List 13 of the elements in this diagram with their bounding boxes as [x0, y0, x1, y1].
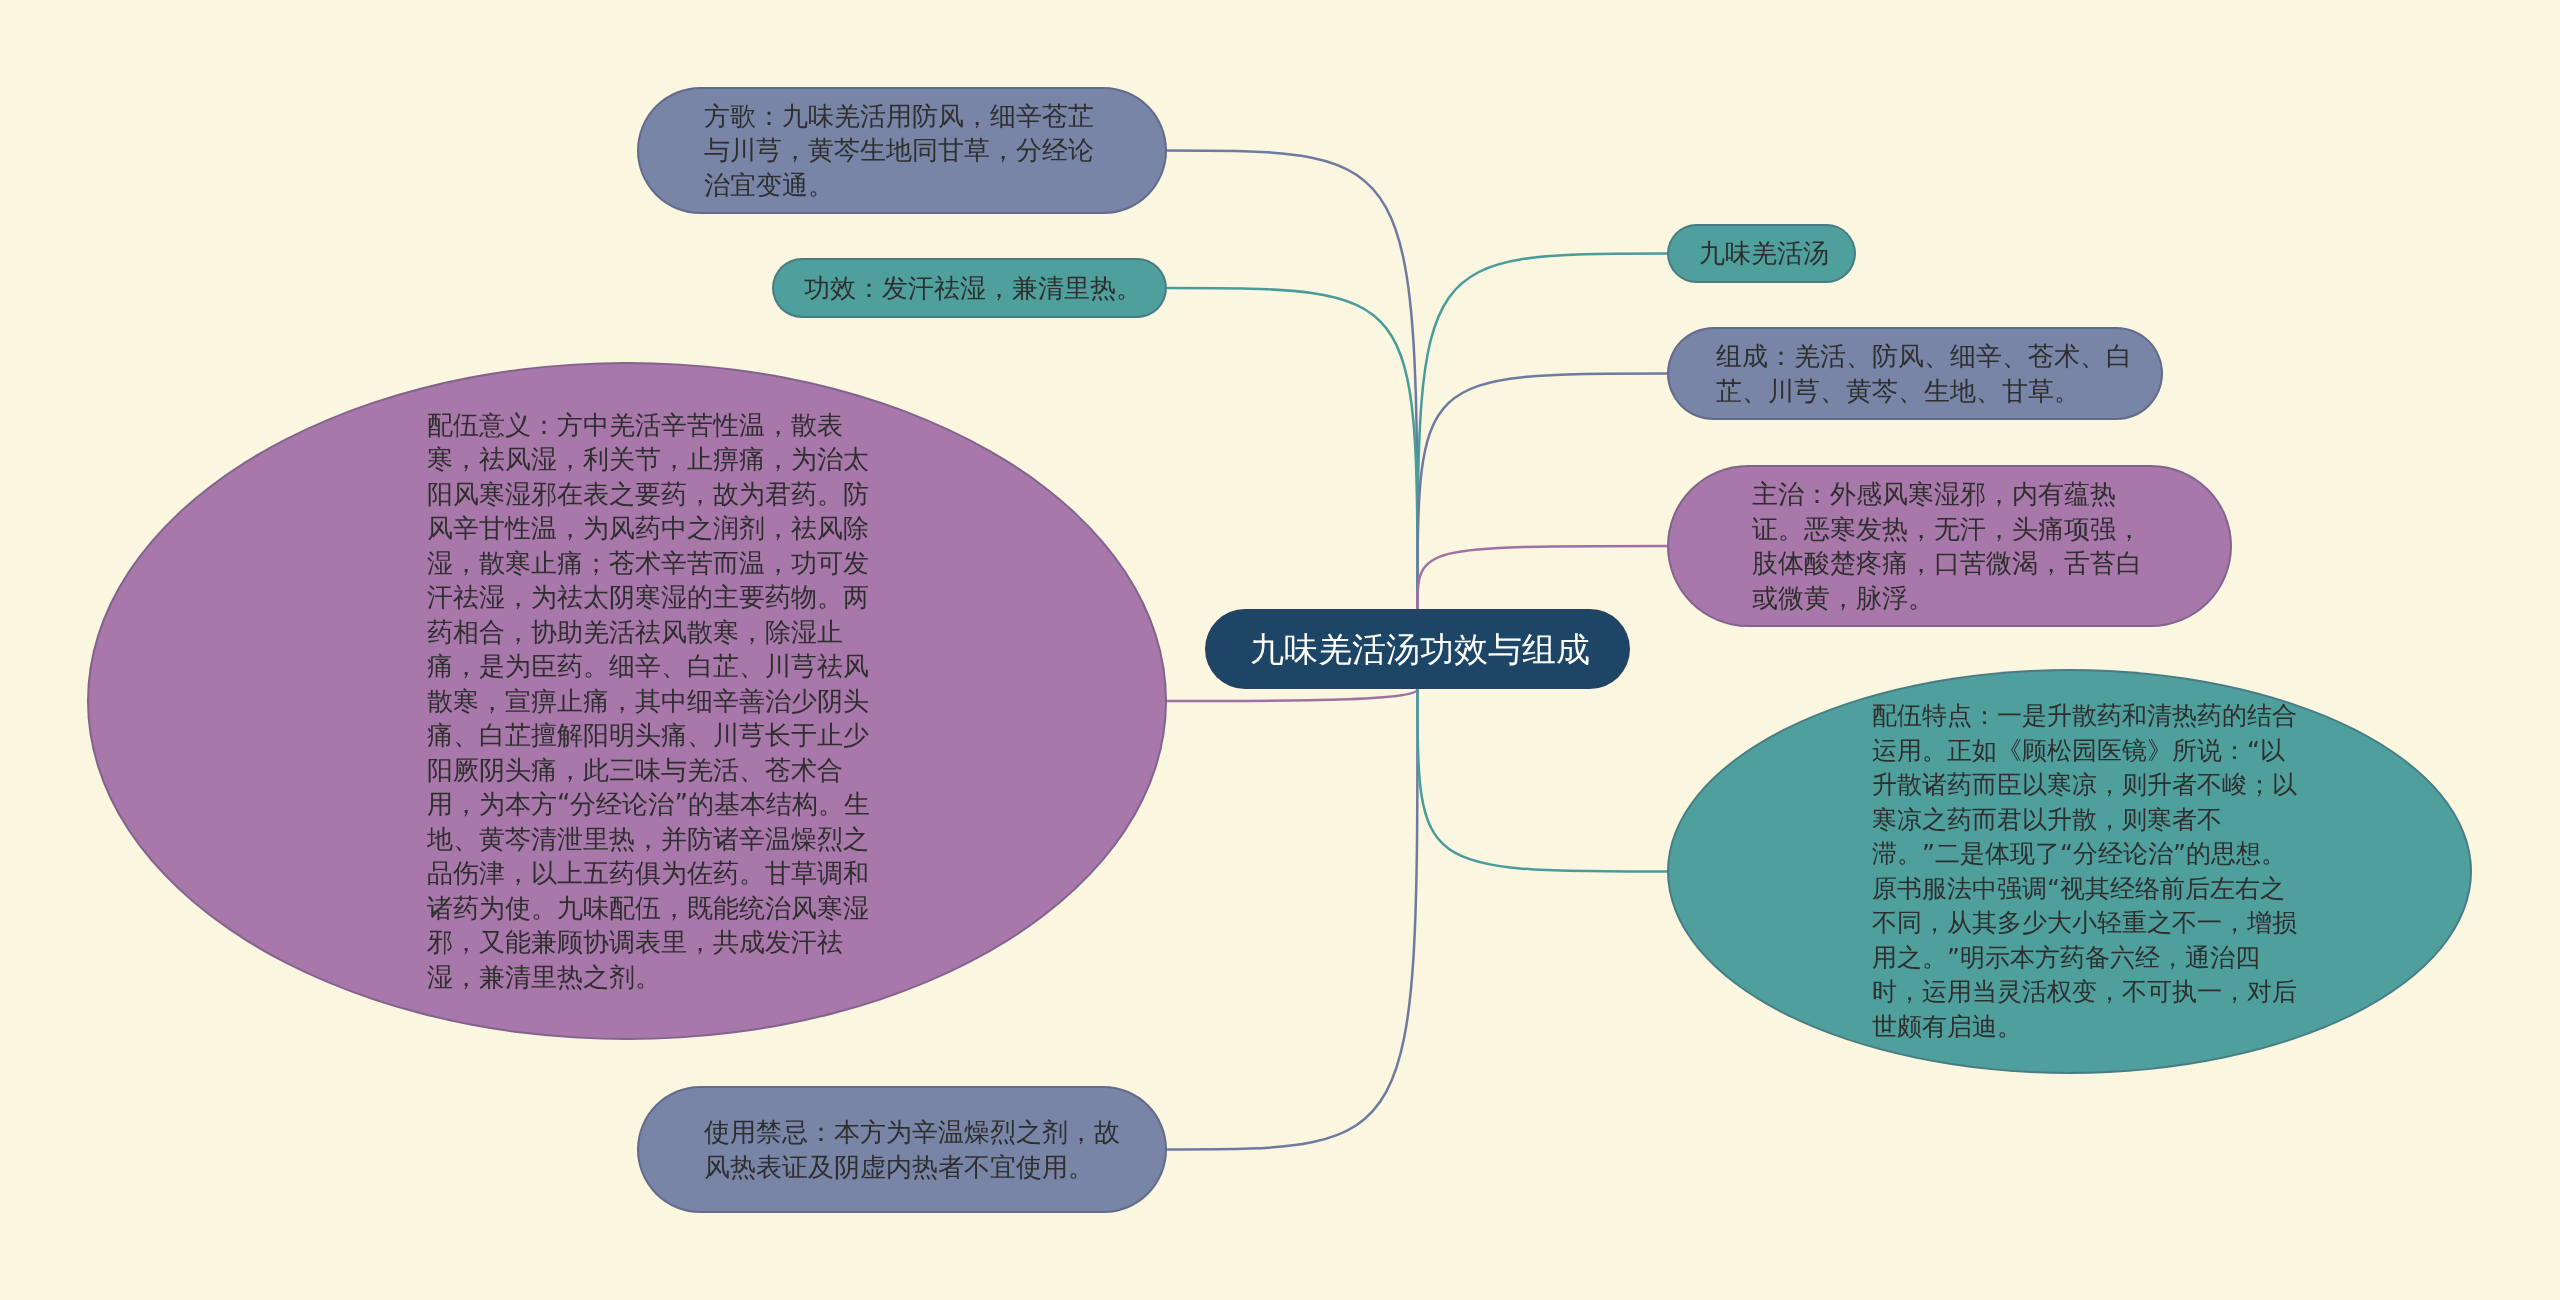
- node-text: 九味羌活汤: [1699, 237, 1830, 270]
- topic-bubble: [772, 258, 1167, 318]
- node-text: 方歌：九味羌活用防风，细辛苍芷与川芎，黄芩生地同甘草，分经论治宜变通。: [704, 99, 1095, 202]
- node-text: 主治：外感风寒湿邪，内有蕴热证。恶寒发热，无汗，头痛项强，肢体酸楚疼痛，口苦微渴，舌苔白或微黄，脉浮。: [1752, 478, 2143, 615]
- connector-line: [1416, 689, 1667, 873]
- node-text: 使用禁忌：本方为辛温燥烈之剂，故风热表证及阴虚内热者不宜使用。: [704, 1116, 1121, 1184]
- title-text: 九味羌活汤功效与组成: [1248, 629, 1591, 669]
- connector-line: [1416, 544, 1667, 609]
- node-text: 配伍特点：一是升散药和清热药的结合运用。正如《顾松园医镜》所说：“以升散诸药而臣以寒凉，则升者不峻；以寒凉之药而君以升散，则寒者不滞。”二是体现了“分经论治”的思想。原书服法中强调“视其经络前后左右之不同，从其多少大小轻重之不一，增损用之。”明示本方药备六经，通治四时，运用当灵活权变，不可执一，对后世颇有启迪。: [1872, 700, 2297, 1043]
- node-text: 配伍意义：方中羌活辛苦性温，散表寒，祛风湿，利关节，止痹痛，为治太阳风寒湿邪在表之要药，故为君药。防风辛甘性温，为风药中之润剂，祛风除湿，散寒止痛；苍术辛苦而温，功可发汗祛湿，为祛太阴寒湿的主要药物。两药相合，协助羌活祛风散寒，除湿止痛，是为臣药。细辛、白芷、川芎祛风散寒，宣痹止痛，其中细辛善治少阴头痛、白芷擅解阳明头痛、川芎长于止少阳厥阴头痛，此三味与羌活、苍术合用，为本方“分经论治”的基本结构。生地、黄芩清泄里热，并防诸辛温燥烈之品伤津，以上五药俱为佐药。甘草调和诸药为使。九味配伍，既能统治风寒湿邪，又能兼顾协调表里，共成发汗祛湿，兼清里热之剂。: [427, 408, 871, 994]
- node-text: 功效：发汗祛湿，兼清里热。: [804, 271, 1143, 305]
- node-text: 组成：羌活、防风、细辛、苍术、白芷、川芎、黄芩、生地、甘草。: [1716, 340, 2133, 408]
- connector-line: [1167, 688, 1419, 703]
